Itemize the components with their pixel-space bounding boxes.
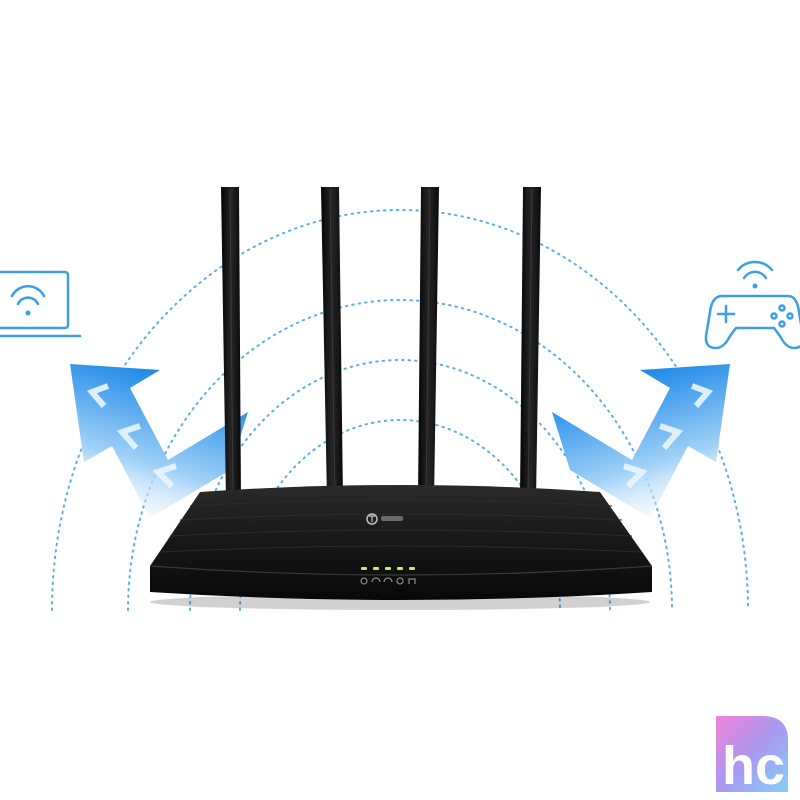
router-body xyxy=(149,485,653,610)
wifi-24-icon xyxy=(371,577,381,583)
tp-link-logo xyxy=(366,513,403,525)
globe-icon xyxy=(396,577,404,585)
antennas xyxy=(221,187,541,500)
lan-icon xyxy=(408,578,416,584)
led-5 xyxy=(409,567,415,570)
led-4 xyxy=(397,567,403,570)
gamepad-wifi-icon xyxy=(704,260,800,350)
led-status-icons xyxy=(360,577,416,585)
led-3 xyxy=(385,567,391,570)
led-1 xyxy=(361,567,367,570)
left-signal-arrow xyxy=(70,364,248,518)
antenna-3 xyxy=(418,187,439,500)
antenna-4 xyxy=(520,187,541,500)
led-2 xyxy=(373,567,379,570)
laptop-wifi-icon xyxy=(0,270,82,338)
status-leds xyxy=(361,567,415,570)
power-icon xyxy=(360,577,368,585)
antenna-1 xyxy=(221,187,241,500)
right-signal-arrow xyxy=(552,364,730,518)
wifi-5-icon xyxy=(383,577,393,583)
antenna-2 xyxy=(321,187,343,500)
hc-watermark-logo: hc xyxy=(716,716,788,796)
svg-text:hc: hc xyxy=(722,736,785,796)
